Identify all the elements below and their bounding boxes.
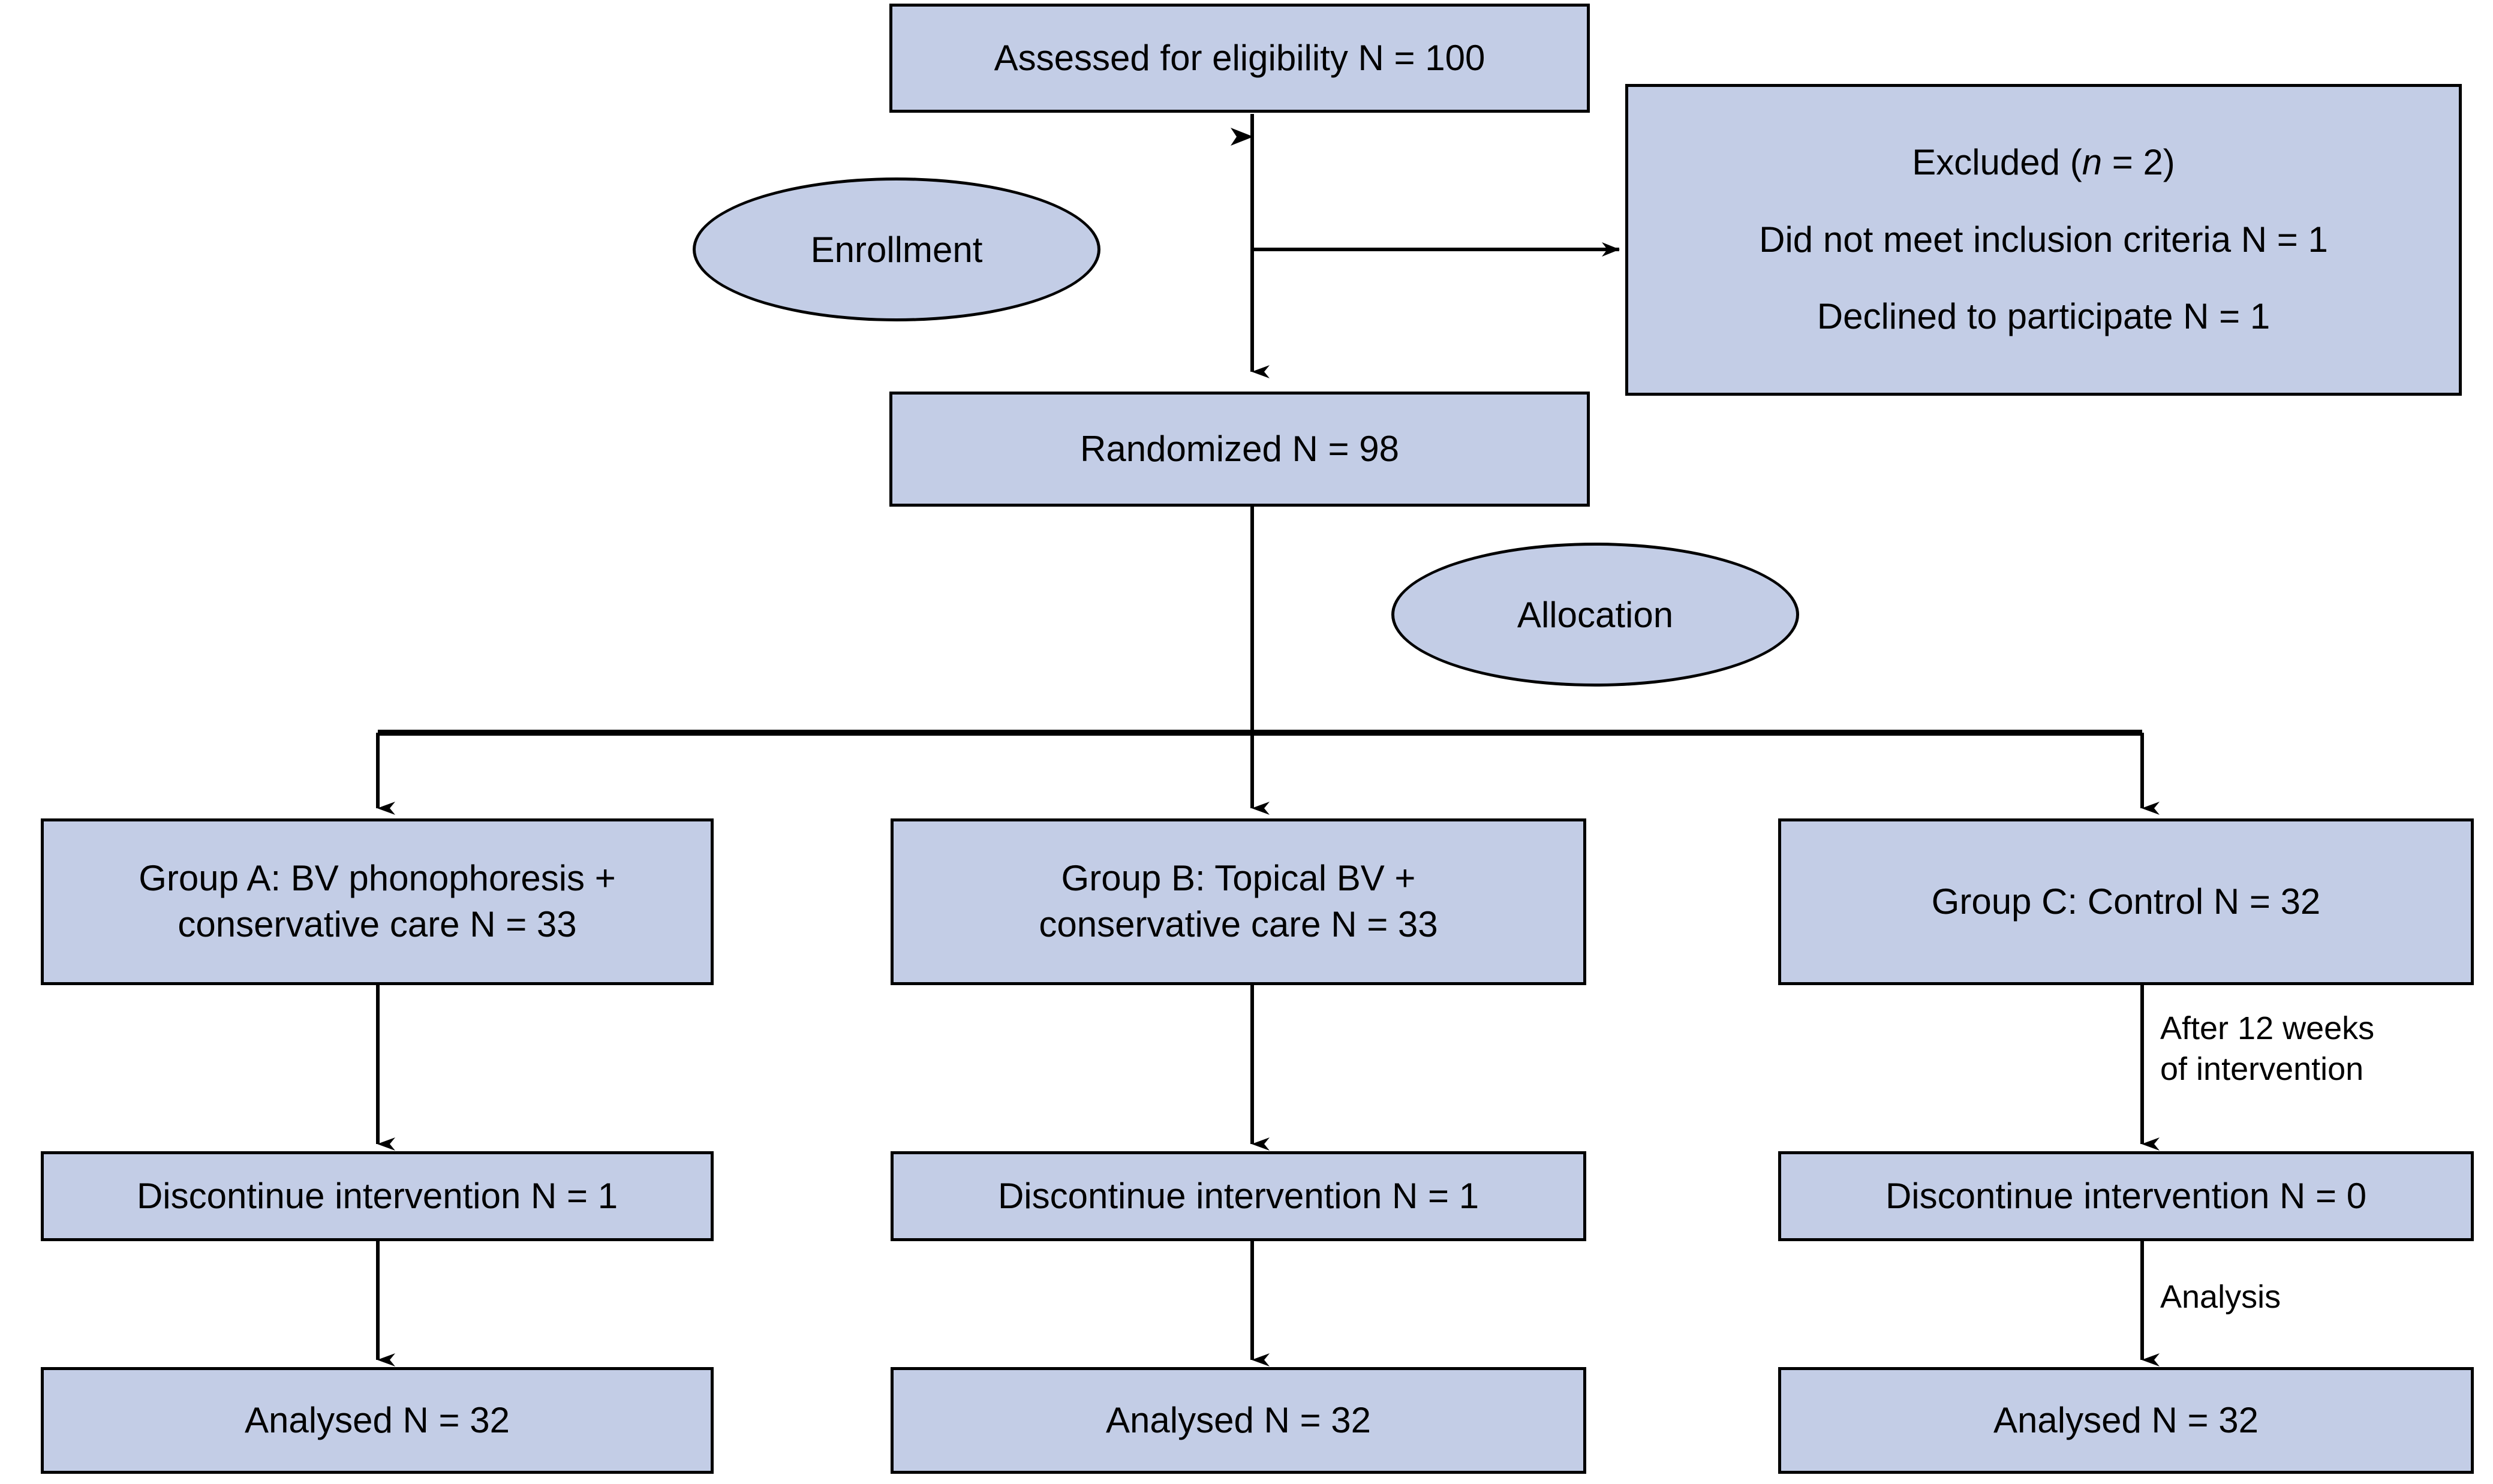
node-group-c-label: Group C: Control N = 32 (1931, 881, 2321, 922)
node-discontinue-c[interactable]: Discontinue intervention N = 0 (1778, 1151, 2474, 1241)
node-assessed-for-eligibility[interactable]: Assessed for eligibility N = 100 (889, 4, 1590, 113)
stage-ellipse-enrollment[interactable]: Enrollment (693, 177, 1100, 321)
stage-enrollment-label: Enrollment (810, 229, 983, 270)
node-analysed-b[interactable]: Analysed N = 32 (891, 1367, 1586, 1474)
node-group-b-line-2: conservative care N = 33 (1039, 904, 1438, 944)
node-analysed-c-label: Analysed N = 32 (1993, 1399, 2259, 1440)
node-group-a-line-1: Group A: BV phonophoresis + (139, 858, 616, 899)
node-group-b-line-1: Group B: Topical BV + (1061, 858, 1416, 899)
node-discontinue-c-label: Discontinue intervention N = 0 (1885, 1175, 2367, 1216)
excluded-heading-italic-n: n (2082, 142, 2103, 182)
node-analysed-c[interactable]: Analysed N = 32 (1778, 1367, 2474, 1474)
node-discontinue-b[interactable]: Discontinue intervention N = 1 (891, 1151, 1586, 1241)
annotation-after-12-weeks: After 12 weeks of intervention (2160, 1010, 2375, 1087)
node-randomized[interactable]: Randomized N = 98 (889, 392, 1590, 507)
node-excluded[interactable]: Excluded (n = 2) Did not meet inclusion … (1625, 84, 2462, 396)
stage-allocation-label: Allocation (1517, 594, 1674, 635)
node-analysed-a[interactable]: Analysed N = 32 (41, 1367, 714, 1474)
annotation-analysis: Analysis (2160, 1279, 2281, 1315)
node-analysed-b-label: Analysed N = 32 (1106, 1399, 1371, 1440)
node-analysed-a-label: Analysed N = 32 (245, 1399, 510, 1440)
node-group-a[interactable]: Group A: BV phonophoresis + conservative… (41, 818, 714, 985)
node-discontinue-b-label: Discontinue intervention N = 1 (997, 1175, 1479, 1216)
excluded-reason-2: Declined to participate N = 1 (1817, 296, 2271, 337)
node-group-c[interactable]: Group C: Control N = 32 (1778, 818, 2474, 985)
node-group-b[interactable]: Group B: Topical BV + conservative care … (891, 818, 1586, 985)
node-discontinue-a[interactable]: Discontinue intervention N = 1 (41, 1151, 714, 1241)
excluded-heading: Excluded (n = 2) (1912, 142, 2175, 182)
stage-ellipse-allocation[interactable]: Allocation (1391, 543, 1799, 687)
node-assessed-label: Assessed for eligibility N = 100 (994, 37, 1485, 78)
node-randomized-label: Randomized N = 98 (1080, 428, 1399, 469)
node-discontinue-a-label: Discontinue intervention N = 1 (136, 1175, 618, 1216)
excluded-reason-1: Did not meet inclusion criteria N = 1 (1759, 219, 2328, 260)
node-group-a-line-2: conservative care N = 33 (178, 904, 577, 944)
